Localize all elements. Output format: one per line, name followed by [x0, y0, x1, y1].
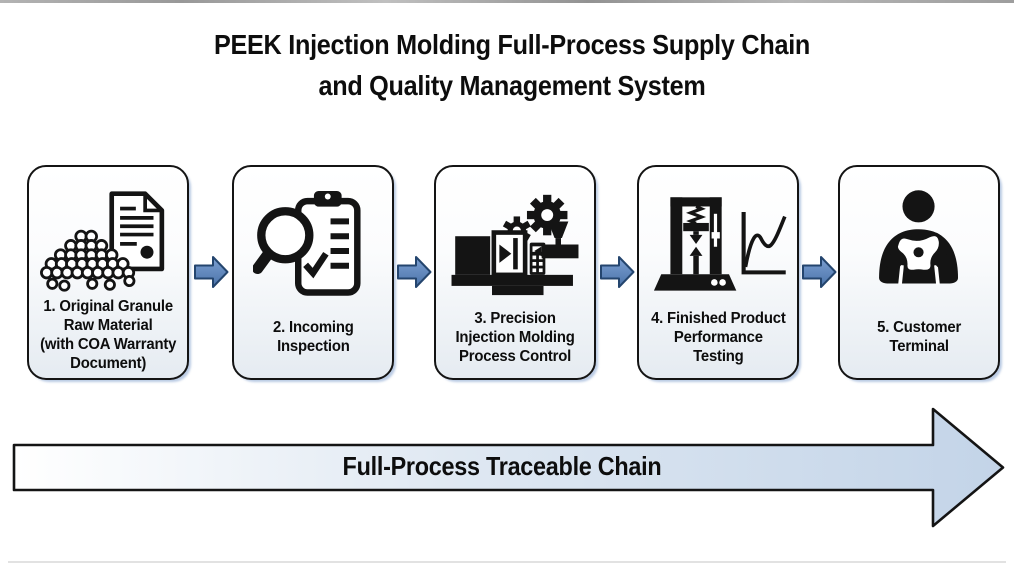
step-box-incoming-inspection: 2. Incoming Inspection [232, 165, 394, 380]
granule-pile-icon [40, 229, 136, 292]
step-box-performance-testing: 4. Finished Product Performance Testing [637, 165, 799, 380]
injection-molding-machine-gears-icon [446, 187, 584, 301]
customer-holding-part-icon [866, 187, 972, 301]
coa-document-icon [109, 191, 165, 272]
magnifier-icon [253, 206, 314, 274]
step-label: 5. Customer Terminal [877, 319, 961, 355]
step-box-molding-process: 3. Precision Injection Molding Process C… [434, 165, 596, 380]
step-box-raw-material: 1. Original Granule Raw Material (with C… [27, 165, 189, 380]
testing-machine-icon [653, 197, 737, 291]
step-label: 3. Precision Injection Molding Process C… [455, 309, 575, 365]
bottom-edge-artifact [8, 561, 1006, 563]
step-label: 4. Finished Product Performance Testing [650, 309, 786, 365]
granule-pile-coa-document-icon [38, 187, 178, 297]
step-box-customer-terminal: 5. Customer Terminal [838, 165, 1000, 380]
tensile-testing-machine-chart-icon [648, 187, 788, 301]
step-label: 1. Original Granule Raw Material (with C… [39, 298, 177, 372]
flow-arrow-icon [194, 256, 229, 288]
top-edge-artifact [0, 0, 1014, 3]
flow-arrow-icon [600, 256, 635, 288]
traceable-chain-label: Full-Process Traceable Chain [342, 451, 662, 481]
flow-arrow-icon [802, 256, 837, 288]
magnifier-clipboard-icon [253, 187, 373, 301]
diagram-title: PEEK Injection Molding Full-Process Supp… [213, 29, 811, 101]
performance-chart-icon [741, 211, 787, 275]
molded-part-icon [884, 232, 953, 274]
step-label: 2. Incoming Inspection [272, 319, 354, 355]
traceable-chain-arrow [12, 407, 1005, 528]
molding-machine-icon [451, 221, 579, 295]
flow-arrow-icon [397, 256, 432, 288]
